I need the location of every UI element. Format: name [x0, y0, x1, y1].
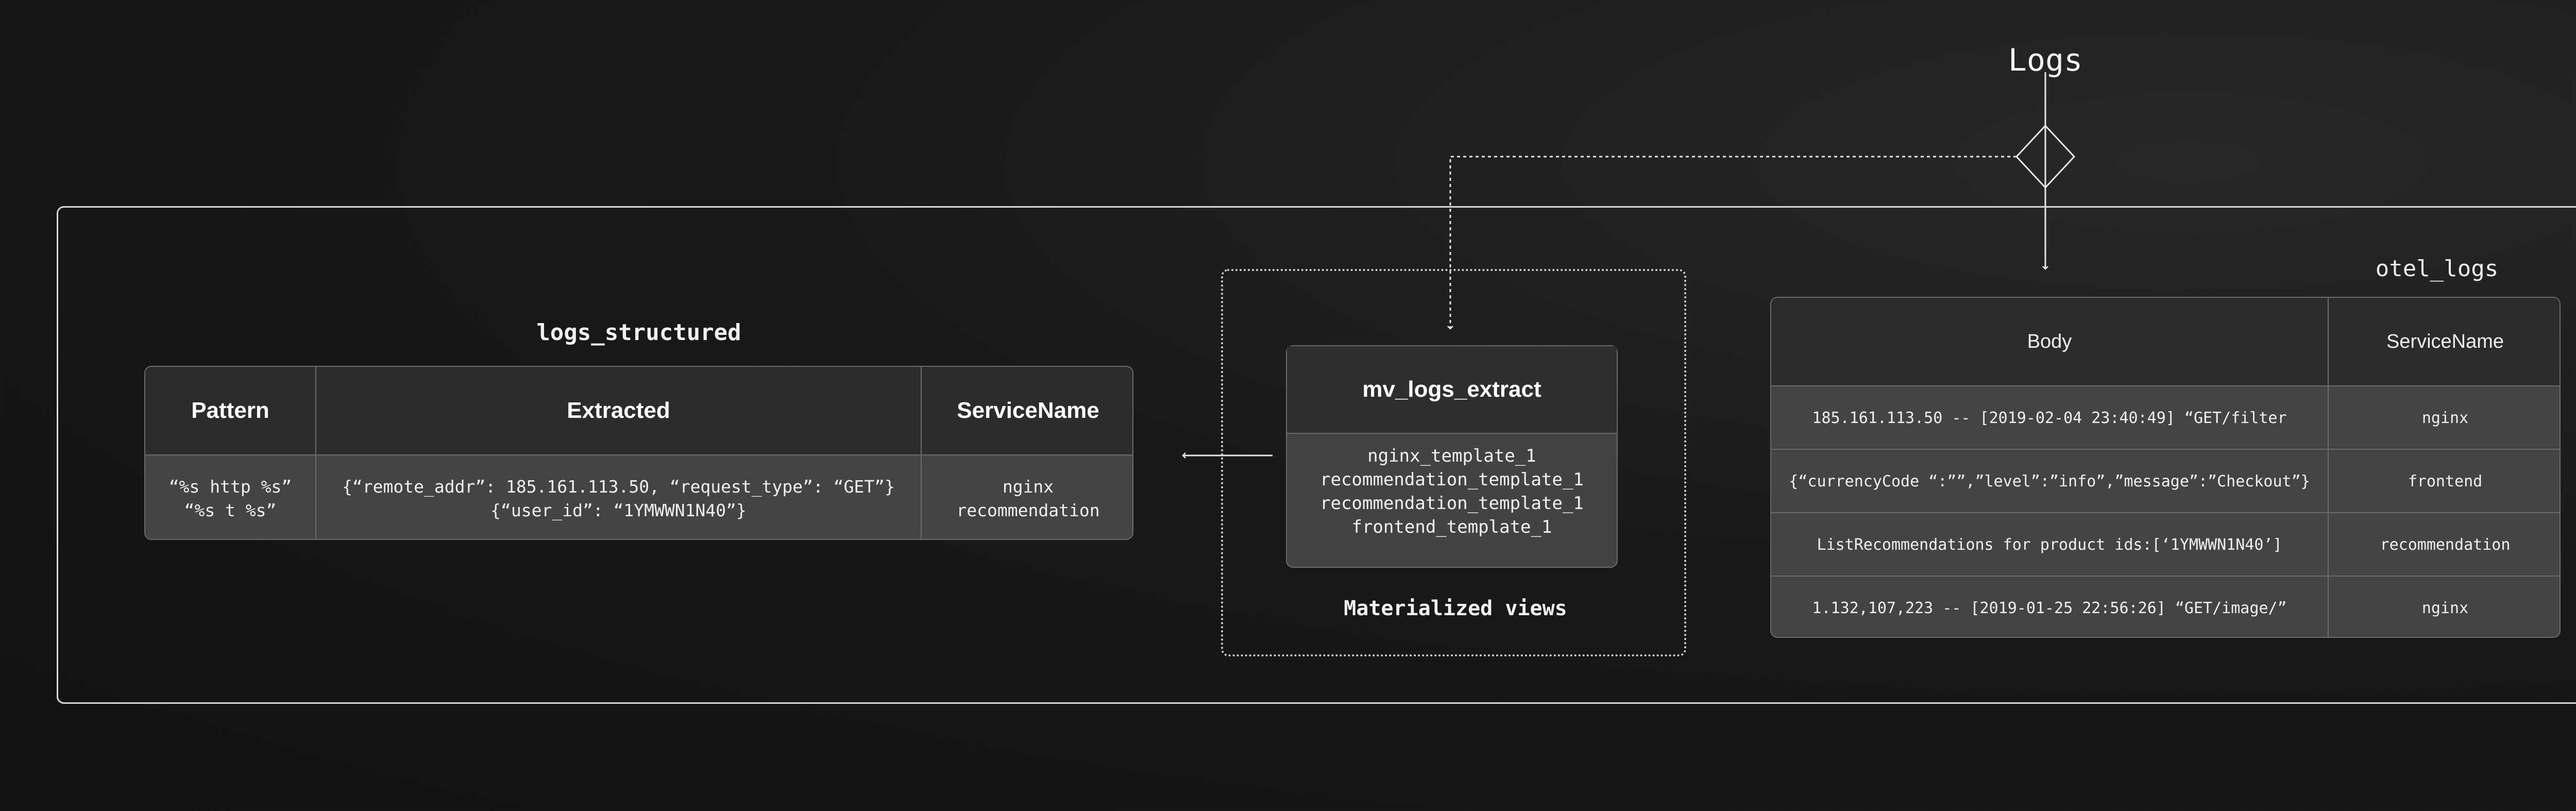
servicename-cell: nginx	[2328, 386, 2560, 450]
template-item: recommendation_template_1	[1320, 493, 1584, 514]
column-header-pattern: Pattern	[191, 398, 269, 423]
servicename-cell: nginx recommendation	[921, 455, 1132, 539]
body-cell: 1.132,107,223 -- [2019-01-25 22:56:26] “…	[1812, 599, 2287, 617]
column-header-body: Body	[2027, 330, 2072, 352]
logs-source-label: Logs	[2008, 42, 2083, 78]
mv-logs-extract-title: mv_logs_extract	[1287, 346, 1617, 434]
template-item: recommendation_template_1	[1320, 469, 1584, 490]
table-row: 185.161.113.50 -- [2019-02-04 23:40:49] …	[1771, 385, 2560, 450]
servicename-cell: frontend	[2328, 450, 2560, 513]
body-cell: 185.161.113.50 -- [2019-02-04 23:40:49] …	[1812, 409, 2287, 427]
materialized-views-group	[1221, 269, 1686, 656]
materialized-views-label: Materialized views	[1344, 597, 1567, 620]
extracted-cell: {“remote_addr”: 185.161.113.50, “request…	[315, 455, 921, 539]
column-header-servicename: ServiceName	[2328, 298, 2560, 385]
table-header-row: Pattern Extracted ServiceName	[145, 367, 1132, 454]
body-cell: {“currencyCode “:””,”level”:”info”,”mess…	[1789, 472, 2310, 491]
table-row: ListRecommendations for product ids:[‘1Y…	[1771, 512, 2560, 577]
pattern-cell: “%s http %s” “%s t %s”	[168, 477, 292, 520]
mv-logs-extract-box: mv_logs_extract nginx_template_1 recomme…	[1286, 345, 1618, 568]
template-item: frontend_template_1	[1351, 517, 1552, 537]
logs-structured-title: logs_structured	[536, 319, 741, 346]
database-boundary	[57, 206, 2576, 704]
logs-structured-table: Pattern Extracted ServiceName “%s http %…	[144, 366, 1133, 540]
servicename-cell: recommendation	[2328, 513, 2560, 577]
table-row: “%s http %s” “%s t %s” {“remote_addr”: 1…	[145, 454, 1132, 539]
template-item: nginx_template_1	[1367, 446, 1536, 466]
table-row: {“currencyCode “:””,”level”:”info”,”mess…	[1771, 449, 2560, 513]
template-list: nginx_template_1 recommendation_template…	[1287, 444, 1617, 539]
router-to-mv-dashed-arrow	[1447, 156, 2016, 330]
column-header-extracted: Extracted	[315, 367, 921, 454]
table-header-row: Body ServiceName	[1771, 298, 2560, 385]
otel-logs-title: otel_logs	[2375, 256, 2499, 282]
column-header-servicename: ServiceName	[921, 367, 1132, 454]
servicename-cell: nginx	[2328, 577, 2560, 637]
body-cell: ListRecommendations for product ids:[‘1Y…	[1817, 536, 2282, 554]
otel-logs-table: Body ServiceName 185.161.113.50 -- [2019…	[1770, 297, 2561, 638]
table-row: 1.132,107,223 -- [2019-01-25 22:56:26] “…	[1771, 576, 2560, 637]
